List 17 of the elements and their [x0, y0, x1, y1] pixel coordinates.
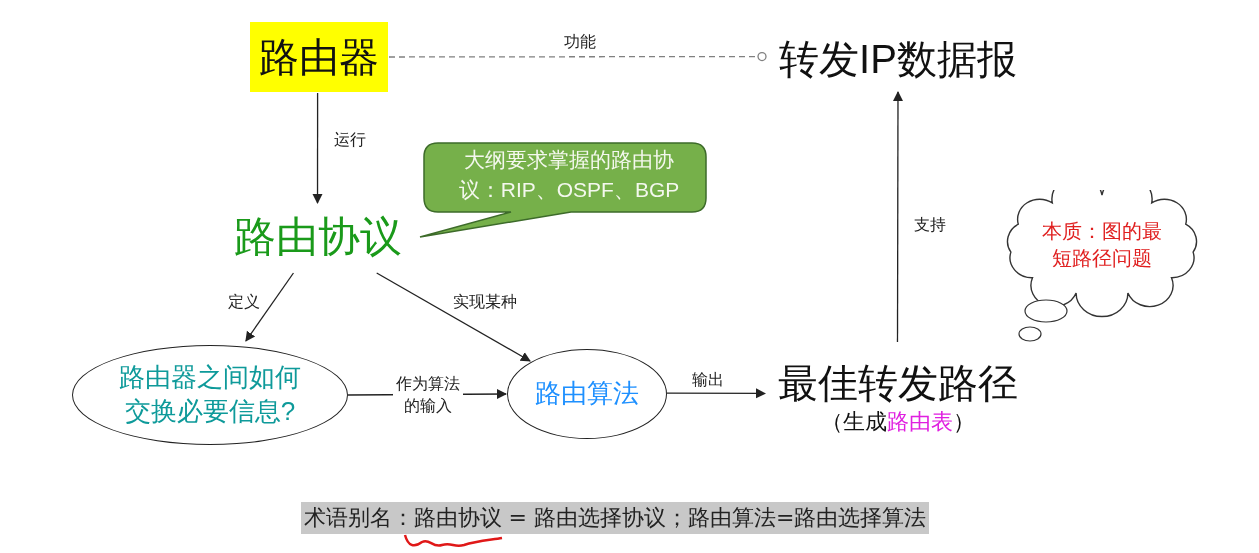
arrow	[245, 272, 295, 342]
node-label: 最佳转发路径	[777, 359, 1018, 407]
node-label: （生成路由表）	[820, 407, 975, 436]
edge-label: 运行	[332, 129, 368, 151]
arrow	[312, 92, 323, 204]
edge-label: 支持	[912, 214, 948, 236]
arrow	[893, 91, 903, 343]
highlight-box: 路由器	[250, 22, 388, 92]
edge-label: 作为算法的输入	[393, 373, 463, 417]
connector-line	[388, 51, 767, 62]
edge-label: 实现某种	[451, 291, 519, 313]
note: 术语别名：路由协议 = 路由选择协议；路由算法=路由选择算法	[300, 502, 930, 534]
arrow	[666, 388, 766, 399]
arrow	[376, 272, 531, 362]
node-label: 转发IP数据报	[772, 28, 1024, 90]
node-label: 路由协议	[225, 205, 410, 269]
edge-label: 定义	[226, 291, 262, 313]
